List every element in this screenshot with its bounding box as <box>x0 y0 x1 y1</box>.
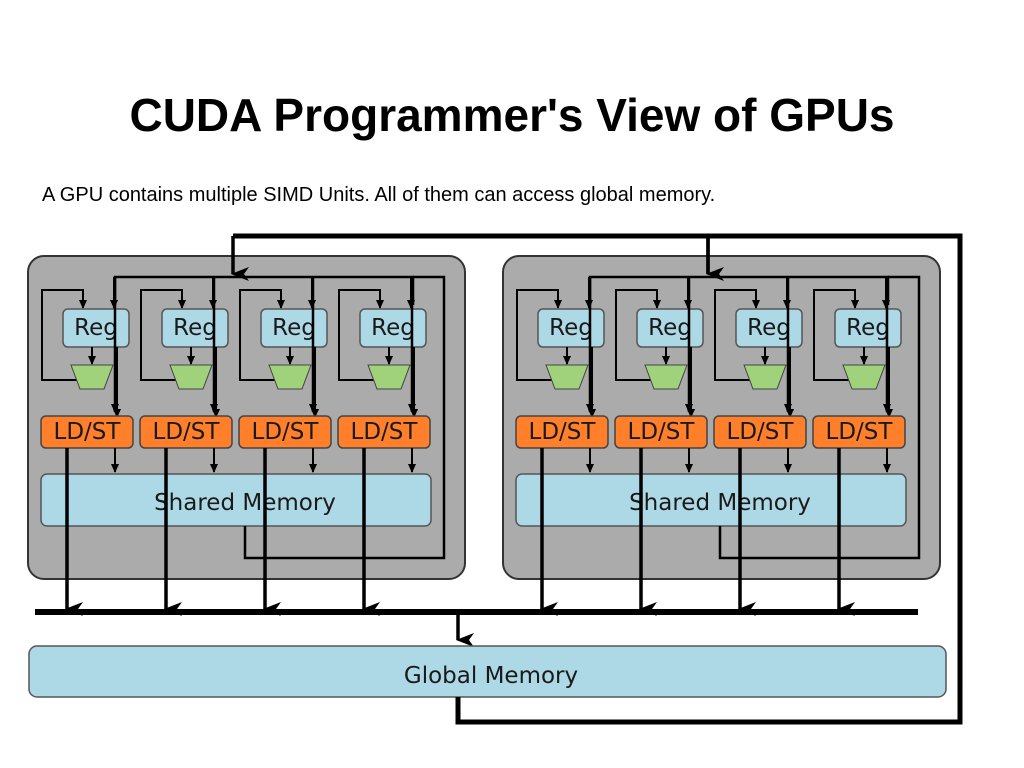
shared-memory <box>515 473 907 527</box>
alu-loop-wire <box>714 289 760 381</box>
register <box>735 308 803 348</box>
ldst-unit <box>515 415 609 449</box>
alu-loop-wire <box>813 289 859 381</box>
ldst-unit <box>337 415 431 449</box>
register-label: Reg <box>549 315 593 341</box>
alu <box>545 364 589 390</box>
register <box>834 308 902 348</box>
slide-title: CUDA Programmer's View of GPUs <box>129 89 895 141</box>
register-label: Reg <box>747 315 791 341</box>
ldst-unit <box>139 415 233 449</box>
ldst-label: LD/ST <box>153 419 221 445</box>
alu-loop-wire <box>239 289 285 381</box>
ldst-unit <box>40 415 134 449</box>
ldst-unit <box>238 415 332 449</box>
register <box>359 308 427 348</box>
shared-memory <box>40 473 432 527</box>
ldst-label: LD/ST <box>54 419 122 445</box>
shared-return-wire <box>718 275 921 560</box>
ldst-label: LD/ST <box>727 419 795 445</box>
register <box>62 308 130 348</box>
global-memory-layer: Global Memory <box>28 233 963 725</box>
register <box>260 308 328 348</box>
alu <box>367 364 411 390</box>
alu <box>70 364 114 390</box>
ldst-unit <box>812 415 906 449</box>
shared-memory-label: Shared Memory <box>154 490 336 516</box>
global-return-wire <box>233 233 963 725</box>
global-memory-label: Global Memory <box>404 663 578 689</box>
register-label: Reg <box>272 315 316 341</box>
register-label: Reg <box>371 315 415 341</box>
ldst-label: LD/ST <box>351 419 419 445</box>
ldst-label: LD/ST <box>826 419 894 445</box>
alu <box>644 364 688 390</box>
alu-loop-wire <box>516 289 562 381</box>
register-label: Reg <box>846 315 890 341</box>
ldst-unit <box>713 415 807 449</box>
simd-units-layer: Shared MemoryRegLD/STRegLD/STRegLD/STReg… <box>27 236 941 616</box>
ldst-label: LD/ST <box>628 419 696 445</box>
ldst-label: LD/ST <box>529 419 597 445</box>
simd-unit-1: Shared MemoryRegLD/STRegLD/STRegLD/STReg… <box>27 236 466 616</box>
global-memory <box>28 645 947 698</box>
register-label: Reg <box>173 315 217 341</box>
alu-loop-wire <box>338 289 384 381</box>
alu-loop-wire <box>615 289 661 381</box>
ldst-unit <box>614 415 708 449</box>
alu <box>169 364 213 390</box>
register <box>161 308 229 348</box>
register-label: Reg <box>648 315 692 341</box>
alu-loop-wire <box>140 289 186 381</box>
slide-subtitle: A GPU contains multiple SIMD Units. All … <box>42 184 716 206</box>
ldst-label: LD/ST <box>252 419 320 445</box>
alu-loop-wire <box>41 289 87 381</box>
register <box>636 308 704 348</box>
alu <box>268 364 312 390</box>
register-label: Reg <box>74 315 118 341</box>
alu <box>743 364 787 390</box>
shared-return-wire <box>243 275 446 560</box>
alu <box>842 364 886 390</box>
shared-memory-label: Shared Memory <box>629 490 811 516</box>
register <box>537 308 605 348</box>
simd-unit-2: Shared MemoryRegLD/STRegLD/STRegLD/STReg… <box>502 236 941 616</box>
